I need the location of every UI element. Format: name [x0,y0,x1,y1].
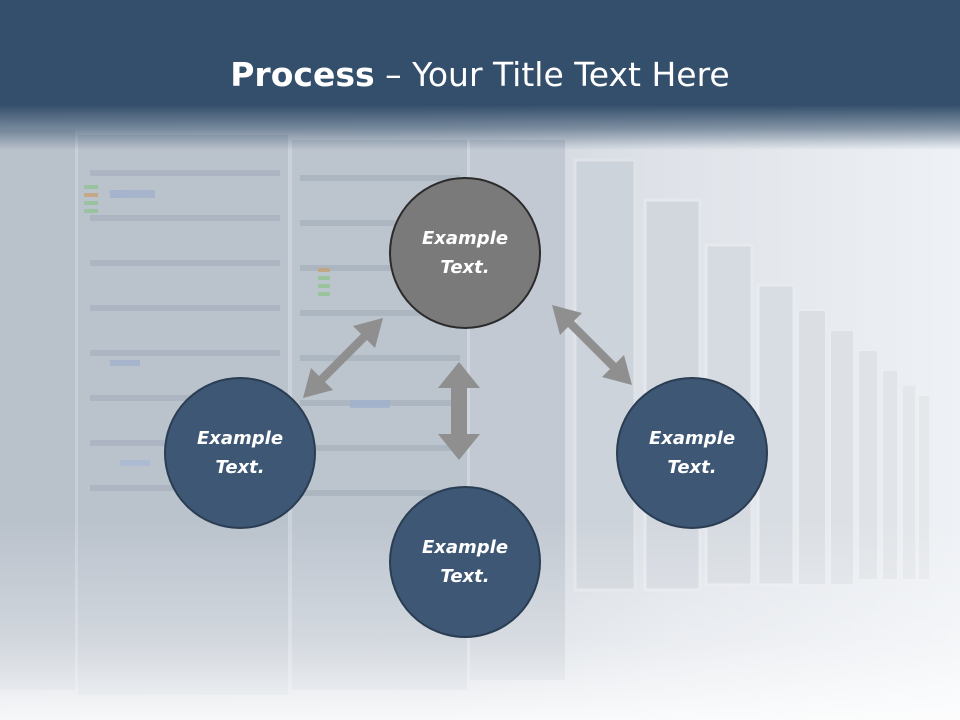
arrow-left-top [303,318,383,398]
process-node-top: Example Text. [389,177,541,329]
arrow-top-bottom [438,362,480,460]
process-node-left: Example Text. [164,377,316,529]
title-bar [0,0,960,150]
node-right-label: Example Text. [648,428,736,478]
slide-title: Process – Your Title Text Here [0,52,960,98]
arrow-top-right [552,305,632,385]
title-bold-part: Process [230,55,375,94]
node-left-label: Example Text. [196,428,284,478]
node-top-label: Example Text. [421,228,509,278]
process-node-bottom: Example Text. [389,486,541,638]
node-bottom-label: Example Text. [421,537,509,587]
title-rest-part: – Your Title Text Here [374,55,730,94]
process-node-right: Example Text. [616,377,768,529]
